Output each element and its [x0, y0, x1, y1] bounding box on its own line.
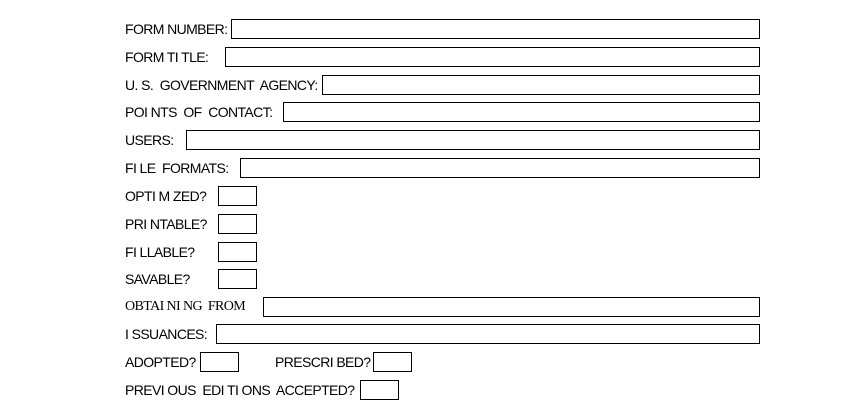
prescribed-checkbox[interactable] — [373, 352, 412, 372]
optimized-label: OPTI M ZED? — [125, 188, 207, 204]
form-title-label: FORM TI TLE: — [125, 49, 209, 65]
previous-label: PREVI OUS EDI TI ONS ACCEPTED? — [125, 382, 355, 398]
agency-label: U. S. GOVERNMENT AGENCY: — [125, 77, 318, 93]
adopted-row: ADOPTED? — [125, 350, 196, 374]
users-label: USERS: — [125, 132, 174, 148]
agency-field[interactable] — [322, 75, 760, 95]
users-field[interactable] — [186, 130, 760, 150]
contacts-row: POI NTS OF CONTACT: — [125, 100, 273, 124]
previous-checkbox[interactable] — [360, 380, 399, 400]
form-title-row: FORM TI TLE: — [125, 45, 209, 69]
file-formats-field[interactable] — [240, 158, 760, 178]
prescribed-label: PRESCRI BED? — [275, 354, 371, 370]
adopted-label: ADOPTED? — [125, 354, 196, 370]
form-number-label: FORM NUMBER: — [125, 21, 228, 37]
form-number-row: FORM NUMBER: — [125, 17, 228, 41]
savable-label: SAVABLE? — [125, 271, 190, 287]
savable-row: SAVABLE? — [125, 267, 190, 291]
contacts-label: POI NTS OF CONTACT: — [125, 104, 273, 120]
optimized-row: OPTI M ZED? — [125, 184, 207, 208]
optimized-checkbox[interactable] — [218, 186, 257, 206]
form-title-field[interactable] — [225, 47, 760, 67]
file-formats-label: FI LE FORMATS: — [125, 160, 229, 176]
issuances-row: I SSUANCES: — [125, 322, 208, 346]
issuances-label: I SSUANCES: — [125, 326, 208, 342]
contacts-field[interactable] — [283, 102, 760, 122]
printable-row: PRI NTABLE? — [125, 212, 207, 236]
fillable-label: FI LLABLE? — [125, 244, 195, 260]
file-formats-row: FI LE FORMATS: — [125, 156, 229, 180]
obtaining-row: OBTAI NI NG FROM — [125, 295, 246, 319]
issuances-field[interactable] — [216, 324, 760, 344]
obtaining-label: OBTAI NI NG FROM — [125, 299, 246, 314]
fillable-checkbox[interactable] — [218, 242, 257, 262]
agency-row: U. S. GOVERNMENT AGENCY: — [125, 73, 318, 97]
printable-checkbox[interactable] — [218, 214, 257, 234]
adopted-checkbox[interactable] — [200, 352, 239, 372]
prescribed-row: PRESCRI BED? — [275, 350, 371, 374]
savable-checkbox[interactable] — [218, 269, 257, 289]
form-number-field[interactable] — [231, 19, 760, 39]
obtaining-field[interactable] — [263, 297, 760, 317]
users-row: USERS: — [125, 128, 174, 152]
previous-row: PREVI OUS EDI TI ONS ACCEPTED? — [125, 378, 355, 402]
printable-label: PRI NTABLE? — [125, 216, 207, 232]
fillable-row: FI LLABLE? — [125, 240, 195, 264]
